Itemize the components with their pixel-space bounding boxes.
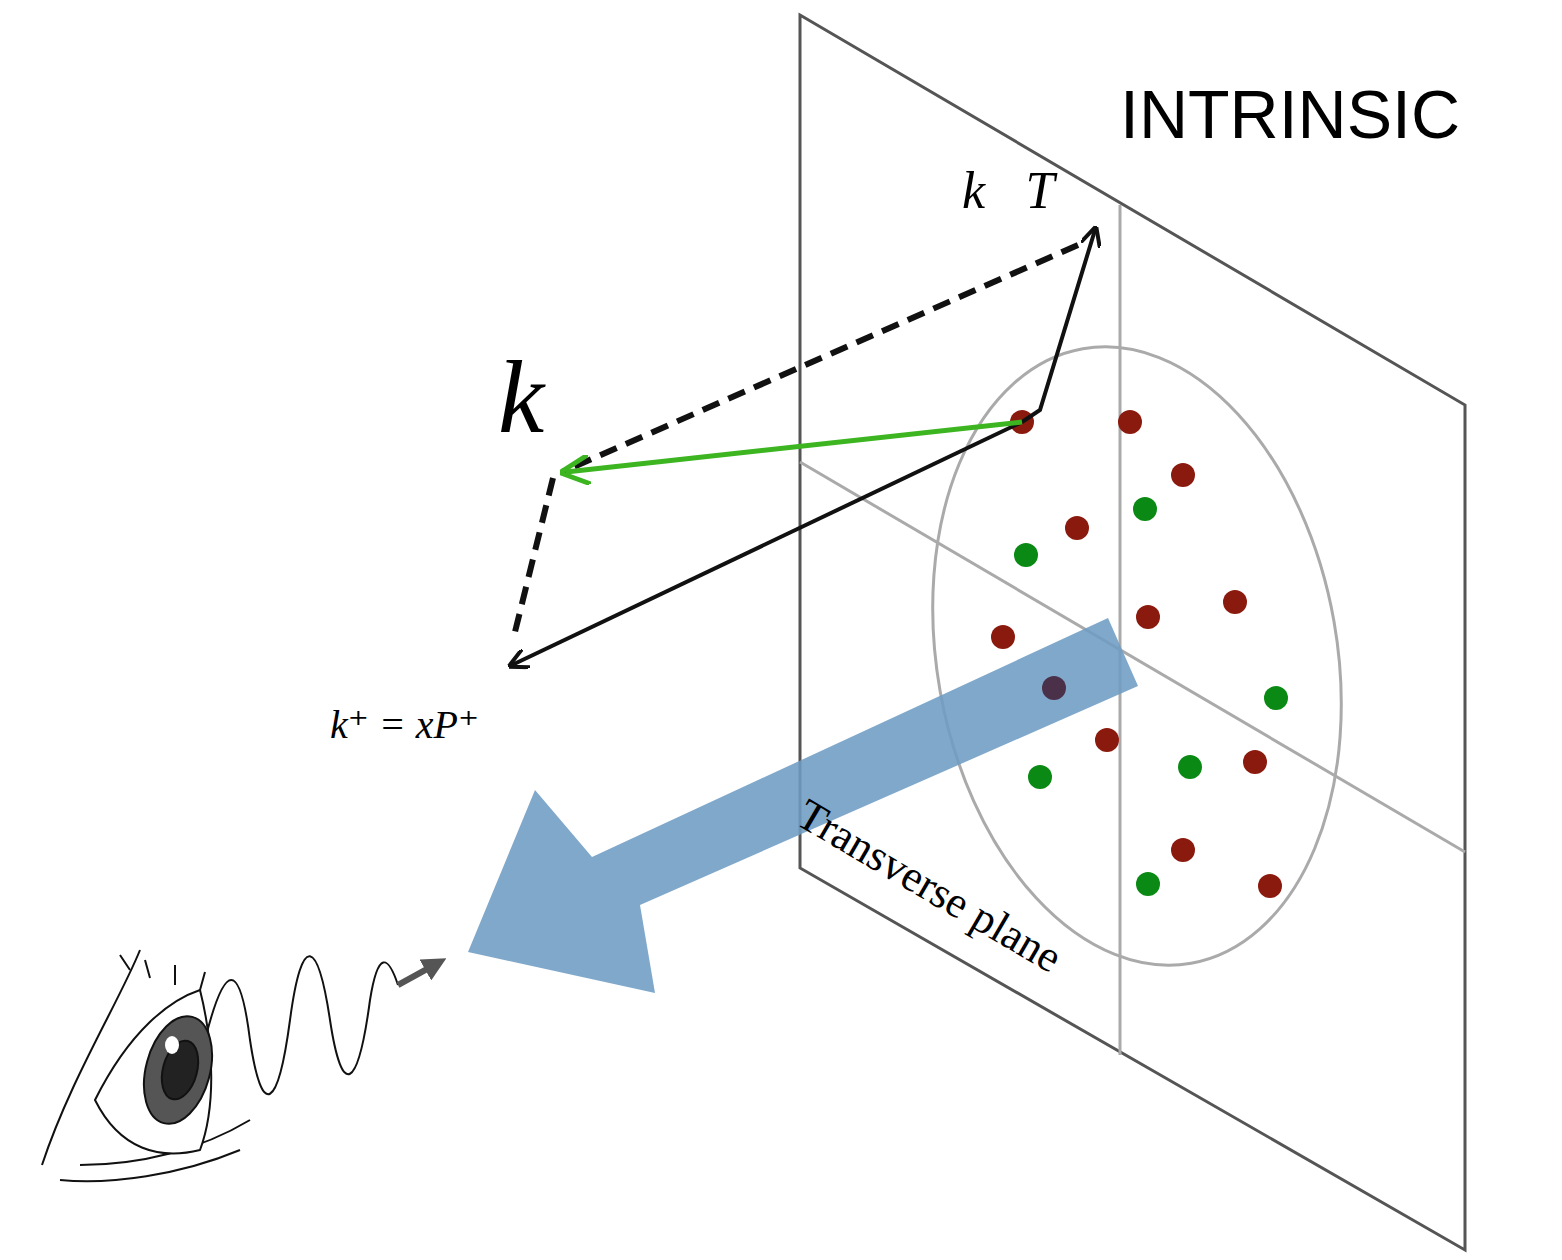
parton-dot bbox=[1042, 676, 1066, 700]
quark-dot bbox=[1171, 463, 1195, 487]
quark-dot bbox=[1118, 410, 1142, 434]
equation-label: k⁺ = xP⁺ bbox=[330, 705, 479, 745]
transverse-plane bbox=[800, 15, 1465, 1250]
quark-dot bbox=[1171, 838, 1195, 862]
gluon-dot bbox=[1014, 543, 1038, 567]
quark-dot bbox=[1258, 874, 1282, 898]
quark-dot bbox=[1223, 590, 1247, 614]
axis-line bbox=[800, 462, 1465, 852]
quark-dot bbox=[1136, 605, 1160, 629]
view-arrow bbox=[468, 618, 1138, 993]
kt-vector bbox=[1022, 230, 1095, 422]
eye-drawing bbox=[42, 950, 250, 1181]
eye-iris bbox=[133, 1009, 223, 1132]
dashed-guide bbox=[562, 245, 1078, 472]
k-vector bbox=[566, 422, 1022, 472]
eye-highlight bbox=[165, 1036, 179, 1054]
eye-lashes bbox=[120, 955, 205, 990]
quark-dot bbox=[1095, 728, 1119, 752]
gluon-dot bbox=[1028, 765, 1052, 789]
gluon-dot bbox=[1133, 497, 1157, 521]
vector-label: k⃗T bbox=[962, 165, 1054, 217]
eye-pupil bbox=[156, 1037, 204, 1104]
panel-title: INTRINSIC bbox=[1120, 80, 1460, 148]
quark-dot bbox=[991, 625, 1015, 649]
momentum-label: k bbox=[498, 345, 544, 449]
axis-line bbox=[1119, 205, 1122, 1055]
quark-dot bbox=[1065, 516, 1089, 540]
photon-arrow bbox=[398, 963, 438, 985]
photon-wave bbox=[205, 956, 398, 1094]
eye-lower-lid bbox=[60, 1150, 240, 1181]
longitudinal-vector bbox=[512, 422, 1022, 665]
gluon-dot bbox=[1178, 755, 1202, 779]
dashed-guide bbox=[513, 478, 553, 640]
gluon-dot bbox=[1264, 686, 1288, 710]
gluon-dot bbox=[1136, 872, 1160, 896]
quark-dot bbox=[1243, 750, 1267, 774]
